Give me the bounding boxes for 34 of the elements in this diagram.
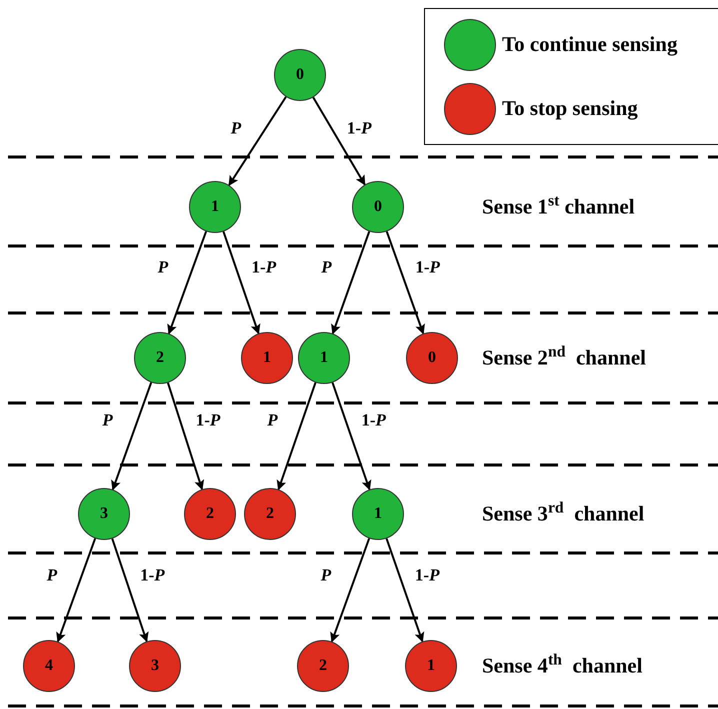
arrow [56, 538, 96, 642]
legend-text: To continue sensing [502, 30, 678, 58]
edge-label: P [321, 258, 332, 276]
edge-label: P [230, 119, 242, 136]
level-label: Sense 2$^{nd}$ channel [482, 348, 646, 368]
edge-label: 1-P [140, 566, 165, 584]
arrow [222, 231, 260, 334]
arrow [111, 538, 149, 642]
edge-label: 1-P [414, 566, 440, 584]
level-label: Sense 4$^{th}$ channel [482, 656, 642, 676]
arrow [386, 538, 424, 642]
arrow [330, 538, 370, 642]
arrow [111, 382, 152, 490]
edge-label: 1-P [196, 412, 220, 429]
edge-label: P [102, 412, 113, 429]
arrow [167, 231, 208, 334]
arrow [228, 96, 287, 186]
edge-label: 1-P [346, 119, 372, 136]
arrow [332, 382, 372, 490]
arrow [166, 382, 204, 490]
edge-label: P [158, 258, 168, 276]
arrow [276, 382, 316, 490]
edge-label: P [46, 566, 58, 584]
edge-label: 1-P [361, 412, 386, 429]
edge-label: P [320, 566, 332, 584]
legend-text: To stop sensing [502, 94, 638, 122]
edge-label: P [267, 412, 278, 429]
arrow [331, 231, 370, 334]
level-label: Sense 1$^{st}$ channel [482, 196, 635, 218]
arrow [386, 231, 425, 334]
edge-label: 1-P [252, 258, 276, 276]
edge-label: 1-P [415, 258, 440, 276]
level-label: Sense 3$^{rd}$ channel [482, 504, 644, 524]
arrow [312, 96, 366, 186]
